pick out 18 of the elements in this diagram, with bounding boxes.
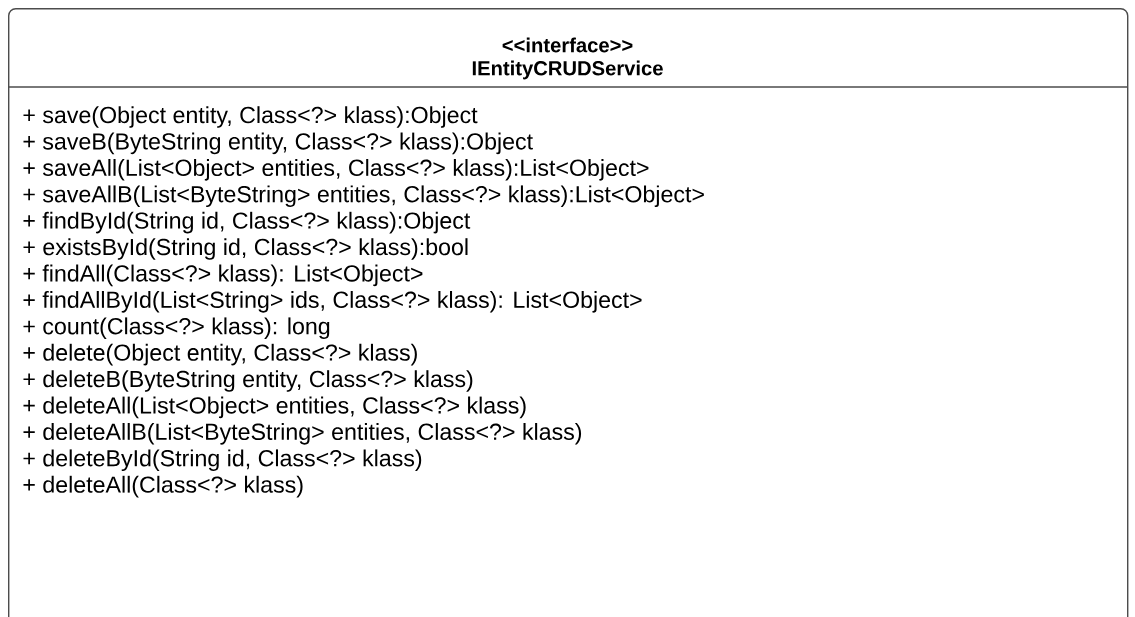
method-signature: + existsById(String id, Class<?> klass):bool [23, 238, 468, 260]
method-signature: + deleteAllB(List<ByteString> entities, Class<?> klass) [23, 423, 582, 445]
class-name: IEntityCRUDService [472, 60, 663, 80]
method-signature: + saveB(ByteString entity, Class<?> klass):Object [23, 132, 533, 155]
method-signature: + findAllById(List<String> ids, Class<?> klass): List<Object> [23, 291, 642, 313]
method-signature: + deleteB(ByteString entity, Class<?> klass) [23, 370, 473, 392]
method-signature: + deleteAll(Class<?> klass) [23, 475, 303, 498]
method-signature: + count(Class<?> klass): long [23, 317, 330, 340]
stereotype-label: <<interface>> [502, 37, 633, 53]
method-signature: + delete(Object entity, Class<?> klass) [23, 343, 417, 366]
method-signature: + save(Object entity, Class<?> klass):Object [23, 106, 478, 128]
method-signature: + deleteAll(List<Object> entities, Class<?> klass) [23, 396, 526, 419]
method-signature: + findAll(Class<?> klass): List<Object> [23, 264, 423, 287]
method-signature: + deleteById(String id, Class<?> klass) [23, 449, 422, 472]
method-signature: + findById(String id, Class<?> klass):Object [23, 211, 471, 234]
method-signature: + saveAll(List<Object> entities, Class<?> klass):List<Object> [23, 159, 649, 181]
method-signature: + saveAllB(List<ByteString> entities, Class<?> klass):List<Object> [23, 185, 704, 208]
class-box [8, 8, 1129, 617]
